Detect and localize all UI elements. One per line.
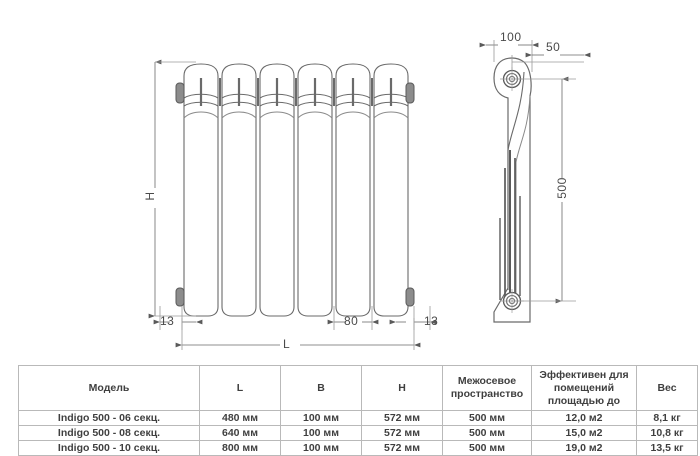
cell-center-distance: 500 мм [442, 425, 532, 441]
cell-l: 480 мм [199, 410, 281, 426]
dim-left-margin-label: 13 [160, 314, 175, 328]
cell-weight: 8,1 кг [636, 410, 698, 426]
cell-model: Indigo 500 - 06 секц. [18, 410, 200, 426]
cell-b: 100 мм [280, 440, 362, 456]
table-body: Indigo 500 - 06 секц. 480 мм 100 мм 572 … [18, 410, 698, 456]
side-internal-fins [499, 150, 521, 300]
radiator-section [258, 62, 296, 318]
radiator-side-view [493, 57, 532, 323]
header-effective-area-line2: площадью до [547, 394, 621, 407]
header-effective-area: Эффективен для помещений площадью до [531, 365, 637, 411]
front-view-dimensions [148, 59, 437, 350]
side-inner-sweep-2 [515, 95, 531, 296]
cell-h: 572 мм [361, 440, 443, 456]
header-model: Модель [18, 365, 200, 411]
radiator-section [334, 62, 372, 318]
section-connector-fins [219, 78, 373, 106]
cell-h: 572 мм [361, 410, 443, 426]
top-right-lug [405, 82, 415, 104]
header-weight: Вес [636, 365, 698, 411]
bottom-left-lug [175, 287, 185, 307]
bottom-right-lug [405, 287, 415, 307]
top-left-lug [175, 82, 185, 104]
header-effective-area-line1: Эффективен для помещений [539, 368, 629, 394]
cell-effective-area: 12,0 м2 [531, 410, 637, 426]
cell-center-distance: 500 мм [442, 410, 532, 426]
dim-center-distance-label: 500 [555, 177, 569, 199]
dim-section-pitch-label: 80 [344, 314, 359, 328]
cell-l: 640 мм [199, 425, 281, 441]
drawing-canvas [148, 40, 591, 350]
radiator-section [182, 62, 220, 318]
header-l: L [199, 365, 281, 411]
cell-effective-area: 15,0 м2 [531, 425, 637, 441]
cell-model: Indigo 500 - 10 секц. [18, 440, 200, 456]
cell-weight: 10,8 кг [636, 425, 698, 441]
header-center-distance-line1: Межосевое [457, 375, 517, 387]
side-view-dimensions [479, 40, 591, 304]
cell-center-distance: 500 мм [442, 440, 532, 456]
dim-right-margin-label: 13 [424, 314, 439, 328]
header-center-distance-line2: пространство [450, 388, 524, 400]
cell-weight: 13,5 кг [636, 440, 698, 456]
table-row: Indigo 500 - 10 секц. 800 мм 100 мм 572 … [18, 440, 698, 456]
header-h: H [361, 365, 443, 411]
header-b: B [280, 365, 362, 411]
table-row: Indigo 500 - 06 секц. 480 мм 100 мм 572 … [18, 410, 698, 426]
radiator-section [220, 62, 258, 318]
dim-depth-label: 100 [500, 30, 522, 44]
table-header-row: Модель L B H Межосевое пространство Эффе… [18, 365, 698, 411]
side-profile-outline [493, 57, 532, 323]
cell-b: 100 мм [280, 425, 362, 441]
radiator-section [372, 62, 410, 318]
technical-drawing: H 13 80 13 L 100 50 500 [143, 30, 591, 351]
cell-b: 100 мм [280, 410, 362, 426]
cell-model: Indigo 500 - 08 секц. [18, 425, 200, 441]
cell-effective-area: 19,0 м2 [531, 440, 637, 456]
dim-offset-label: 50 [546, 40, 561, 54]
cell-h: 572 мм [361, 425, 443, 441]
side-inner-sweep [507, 71, 525, 290]
table-header: Модель L B H Межосевое пространство Эффе… [18, 365, 698, 411]
cell-l: 800 мм [199, 440, 281, 456]
dim-length-label: L [283, 337, 291, 351]
radiator-section [296, 62, 334, 318]
dim-height-label: H [143, 191, 157, 201]
header-center-distance: Межосевое пространство [442, 365, 532, 411]
radiator-front-view [175, 62, 415, 318]
table-row: Indigo 500 - 08 секц. 640 мм 100 мм 572 … [18, 425, 698, 441]
specification-table: Модель L B H Межосевое пространство Эффе… [18, 365, 698, 456]
